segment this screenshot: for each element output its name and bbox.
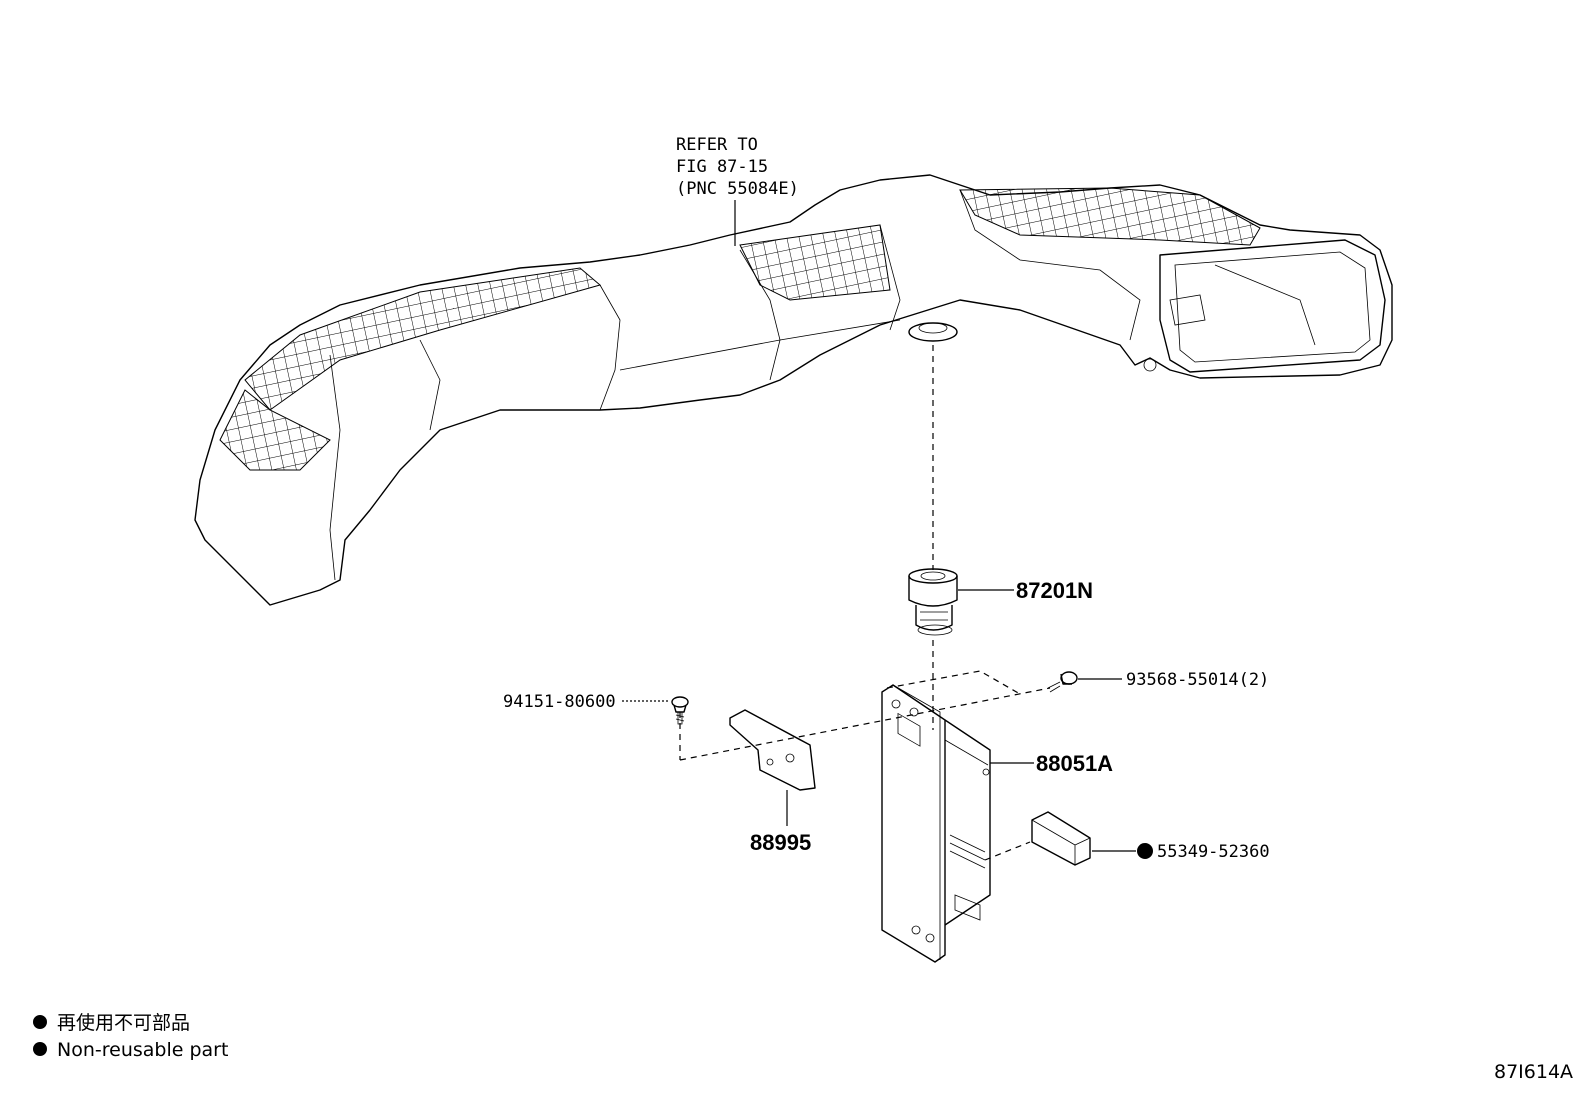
legend-dot-en <box>33 1042 47 1056</box>
refer-note-line2: FIG 87-15 <box>676 157 768 177</box>
legend-dot-jp <box>33 1015 47 1029</box>
part-label-module: 88051A <box>1036 751 1113 776</box>
module-88051A: 88051A <box>881 684 1113 963</box>
grommet-87201N: 87201N <box>908 568 1093 636</box>
air-duct <box>194 174 1393 606</box>
bracket-88995: 88995 <box>729 709 816 855</box>
part-label-screw-left: 94151-80600 <box>503 692 616 712</box>
pad-55349-52360: 55349-52360 <box>1031 811 1270 866</box>
screw-94151-80600: 94151-80600 <box>503 692 689 725</box>
legend: 再使用不可部品 Non-reusable part <box>33 1012 228 1061</box>
screw-93568-55014: 93568-55014(2) <box>1047 670 1269 693</box>
part-label-grommet: 87201N <box>1016 578 1093 603</box>
part-label-bracket: 88995 <box>750 830 811 855</box>
legend-en: Non-reusable part <box>57 1039 228 1061</box>
non-reusable-dot <box>1137 843 1153 859</box>
figure-id: 87I614A <box>1494 1061 1573 1083</box>
refer-note-line1: REFER TO <box>676 135 758 155</box>
refer-note-line3: (PNC 55084E) <box>676 179 799 199</box>
refer-note: REFER TO FIG 87-15 (PNC 55084E) <box>676 135 799 246</box>
part-label-screw-right: 93568-55014(2) <box>1126 670 1269 690</box>
legend-jp: 再使用不可部品 <box>57 1012 190 1034</box>
part-label-pad: 55349-52360 <box>1157 842 1270 862</box>
